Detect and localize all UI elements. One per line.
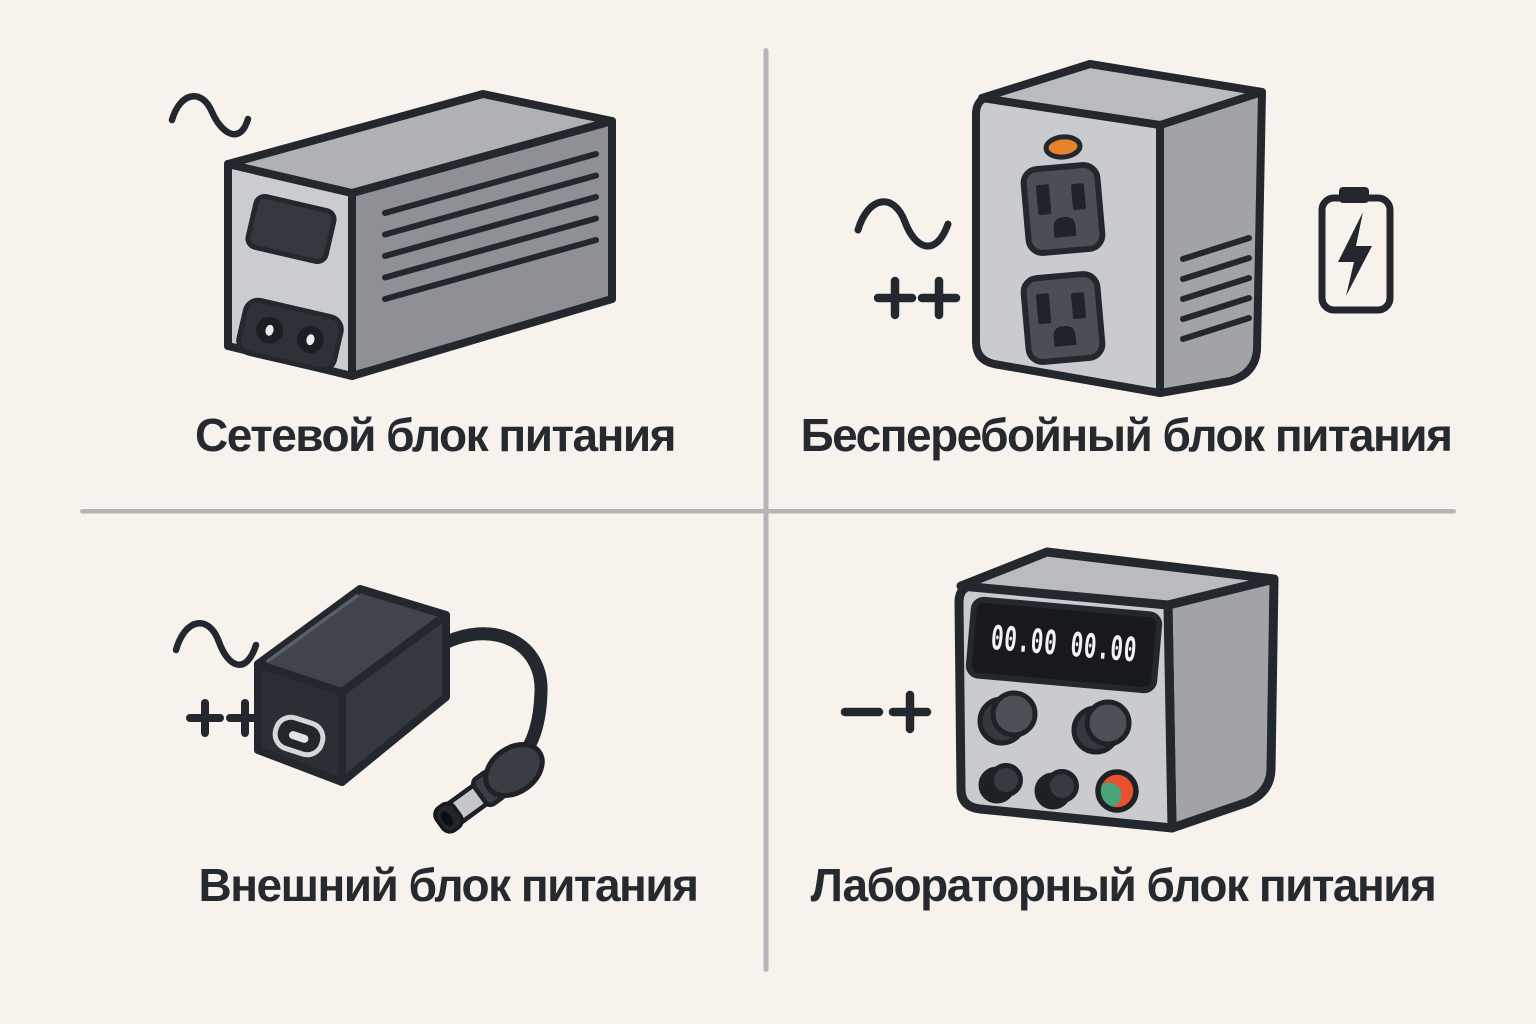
bench-display: 00.00 00.00 — [965, 596, 1163, 694]
quadrant-mains-psu — [168, 90, 616, 380]
caption-ups: Бесперебойный блок питания — [800, 409, 1453, 461]
quadrant-lab-psu: 00.00 00.00 — [840, 547, 1279, 833]
psu-vents — [382, 151, 599, 302]
ac-sine-icon — [172, 620, 260, 668]
power-button — [1095, 769, 1139, 813]
fine-knob-left — [978, 763, 1023, 804]
adapter-barrel-plug — [433, 742, 545, 834]
ups-illustration — [972, 60, 1266, 397]
caption-mains-psu: Сетевой блок питания — [195, 409, 677, 461]
bench-psu-illustration: 00.00 00.00 — [954, 547, 1279, 833]
psu-power-inlet — [236, 297, 344, 373]
current-knob — [1071, 699, 1132, 755]
caption-lab-psu: Лабораторный блок питания — [810, 859, 1437, 911]
ac-sine-icon — [854, 198, 952, 250]
caption-external-psu: Внешний блок питания — [198, 859, 699, 911]
voltage-knob — [977, 690, 1038, 746]
ac-sine-icon — [168, 93, 252, 138]
ups-led — [1043, 134, 1083, 160]
minus-plus-icon — [840, 690, 932, 734]
ups-outlet-bottom — [1020, 271, 1106, 365]
ups-outlet-top — [1020, 162, 1106, 256]
ups-vents — [1180, 235, 1252, 342]
divider-horizontal — [80, 509, 1456, 514]
adapter-top-seam — [266, 594, 359, 663]
adapter-cable — [434, 627, 548, 766]
quadrant-external-psu — [172, 585, 548, 834]
psu-display-slot — [245, 193, 337, 265]
dc-plus-plus-icon — [873, 276, 961, 320]
quadrant-ups — [854, 60, 1394, 397]
external-adapter-illustration — [254, 585, 548, 834]
battery-icon — [1318, 187, 1394, 314]
dc-plus-plus-icon — [186, 699, 264, 737]
adapter-dc-inlet — [272, 714, 326, 758]
fine-knob-right — [1034, 769, 1079, 810]
mains-psu-illustration — [224, 90, 616, 380]
